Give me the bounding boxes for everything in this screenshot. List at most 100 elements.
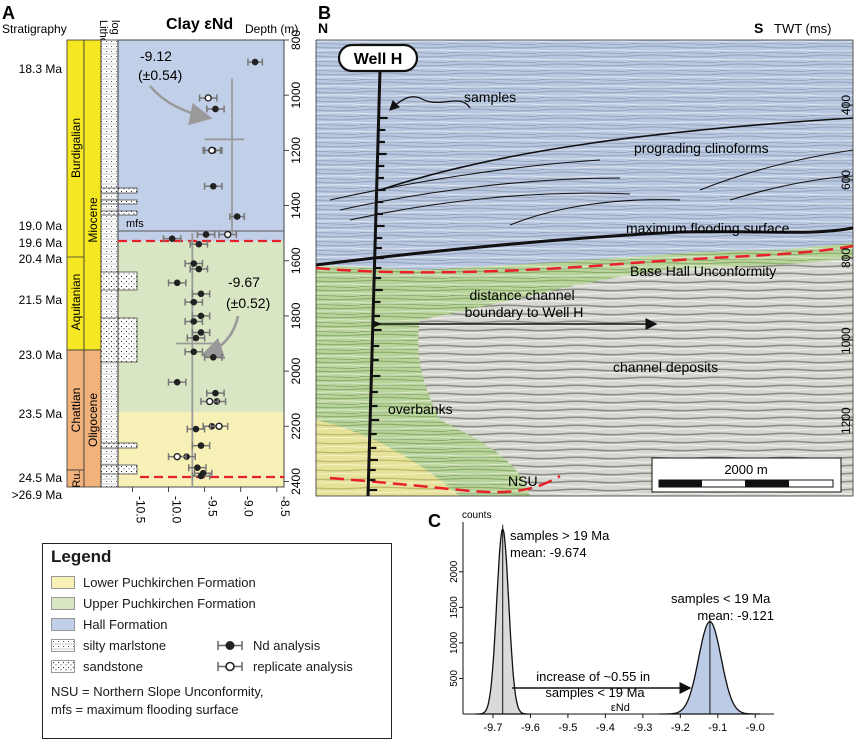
- y-tick-label: 2000: [449, 560, 460, 583]
- end-tick-label: -10.5: [133, 496, 147, 524]
- x-tick-label: -9.7: [483, 722, 502, 734]
- litho-label-line2: log: [109, 20, 121, 35]
- legend-item: Nd analysis: [215, 638, 320, 653]
- distance-arrow-tail: [372, 320, 382, 328]
- scale-bar-label: 2000 m: [724, 462, 767, 477]
- well-label-box: [337, 43, 419, 73]
- clinoform: [699, 149, 854, 191]
- depth-tick-label: 800: [289, 30, 303, 50]
- nd-analysis-point: [191, 442, 211, 450]
- x-tick-label: -9.1: [708, 722, 727, 734]
- panel-a-letter: A: [2, 3, 15, 23]
- south-label: S: [754, 20, 763, 36]
- x-tick-label: -9.5: [558, 722, 577, 734]
- sd-upper-label: (±0.54): [138, 67, 182, 83]
- nd-analysis-point: [196, 231, 216, 239]
- legend: Legend Lower Puchkirchen Formation Upper…: [42, 543, 392, 739]
- legend-swatch-sandstone: [51, 660, 75, 673]
- twt-axis: 400 600 800 1000 1200: [839, 95, 853, 434]
- clinoform: [729, 175, 854, 201]
- mfs-seismic-label: maximum flooding surface: [626, 220, 790, 236]
- twt-tick: 1200: [839, 407, 853, 434]
- twt-tick: 1000: [839, 327, 853, 354]
- legend-item: Lower Puchkirchen Formation: [51, 575, 256, 590]
- nd-analysis-point: [203, 353, 223, 361]
- depth-tick-label: 1000: [289, 82, 303, 109]
- nd-analysis-point: [167, 279, 187, 287]
- seismic-overbank: [316, 420, 460, 496]
- nd-analysis-point: [206, 105, 225, 113]
- annotation-upper: samples < 19 Ma mean: -9.121: [671, 591, 774, 623]
- clinoform: [509, 199, 681, 226]
- y-tick-label: 500: [449, 670, 460, 687]
- well-label: Well H: [354, 51, 403, 68]
- scale-bar-segment: [659, 480, 702, 487]
- nd-analysis-point: [191, 290, 211, 298]
- annotation-lower-line1: samples > 19 Ma: [510, 528, 610, 543]
- end-tick-label: -8.5: [278, 496, 292, 517]
- annotation-upper-line1: samples < 19 Ma: [671, 591, 771, 606]
- distance-label: distance channel boundary to Well H: [465, 287, 584, 320]
- clay-end-data: [162, 58, 264, 487]
- nsu-label: NSU: [508, 473, 538, 489]
- horizon-top: [379, 117, 854, 191]
- age-label: 20.4 Ma: [19, 252, 63, 266]
- twt-tick-label: 800: [839, 248, 853, 268]
- twt-tick-label: 400: [839, 95, 853, 115]
- legend-label: Lower Puchkirchen Formation: [83, 575, 256, 590]
- sandstone-beds: [100, 187, 138, 475]
- kde-plot: -9.7-9.6-9.5-9.4-9.3-9.2-9.1-9.050010001…: [449, 522, 774, 734]
- legend-label: replicate analysis: [253, 659, 353, 674]
- clay-end-axes: 80010001200140016001800200022002400-10.5…: [131, 30, 303, 524]
- mean-lower-arrow: [200, 315, 240, 360]
- stage-rupelian-label: Ru.: [71, 470, 83, 487]
- seismic-channel: [418, 258, 853, 496]
- twt-tick-label: 600: [839, 170, 853, 190]
- nd-analysis-point: [184, 317, 204, 325]
- annotation-upper-line2: mean: -9.121: [697, 608, 774, 623]
- nd-analysis-point: [186, 425, 206, 433]
- mfs-label: mfs: [126, 218, 144, 230]
- legend-label: Nd analysis: [253, 638, 321, 653]
- legend-swatch-lower-puchkirchen: [51, 576, 75, 589]
- x-tick-label: -9.4: [596, 722, 615, 734]
- distance-label-line2: boundary to Well H: [465, 304, 584, 320]
- samples-arrow: [389, 96, 471, 111]
- nd-analysis-point: [184, 260, 204, 267]
- depth-tick-label: 1600: [289, 247, 303, 274]
- twt-tick: 600: [839, 170, 853, 190]
- legend-label: silty marlstone: [83, 638, 167, 653]
- legend-swatch-silty-marlstone: [51, 639, 75, 652]
- epoch-miocene-label: Miocene: [86, 197, 100, 243]
- legend-label: Hall Formation: [83, 617, 168, 632]
- well-h: Well H: [337, 43, 419, 497]
- annotation-increase: increase of ~0.55 in samples < 19 Ma: [536, 669, 653, 700]
- replicate-point: [209, 422, 229, 430]
- replicate-point: [218, 230, 238, 239]
- sample-ticks: [368, 116, 388, 492]
- legend-label: Upper Puchkirchen Formation: [83, 596, 256, 611]
- nd-analysis-point: [162, 235, 182, 243]
- legend-item: Upper Puchkirchen Formation: [51, 596, 256, 611]
- legend-swatch-upper-puchkirchen: [51, 597, 75, 610]
- panel-b: B N S TWT (ms) Well H: [315, 3, 854, 497]
- x-axis-label: εNd: [611, 702, 630, 714]
- depth-tick-label: 2400: [289, 468, 303, 495]
- plot-frame: [117, 39, 285, 488]
- legend-item: replicate analysis: [215, 659, 353, 674]
- x-tick-label: -9.3: [633, 722, 652, 734]
- depth-tick-label: 1400: [289, 192, 303, 219]
- stage-aquitanian: Aquitanian: [69, 274, 83, 331]
- base-hall-label: Base Hall Unconformity: [630, 263, 776, 279]
- y-tick-label: 1500: [449, 596, 460, 619]
- legend-label: sandstone: [83, 659, 143, 674]
- nd-analysis-point: [191, 312, 211, 320]
- annotation-lower: samples > 19 Ma mean: -9.674: [510, 528, 613, 560]
- age-label: 23.0 Ma: [19, 348, 63, 362]
- depth-tick-label: 1200: [289, 137, 303, 164]
- panel-c-letter: C: [428, 511, 441, 531]
- twt-tick-label: 1200: [839, 407, 853, 434]
- annotation-increase-line1: increase of ~0.55 in: [536, 669, 650, 684]
- legend-note-line1: NSU = Northern Slope Unconformity,: [51, 684, 264, 699]
- depth-label: Depth (m): [245, 22, 298, 36]
